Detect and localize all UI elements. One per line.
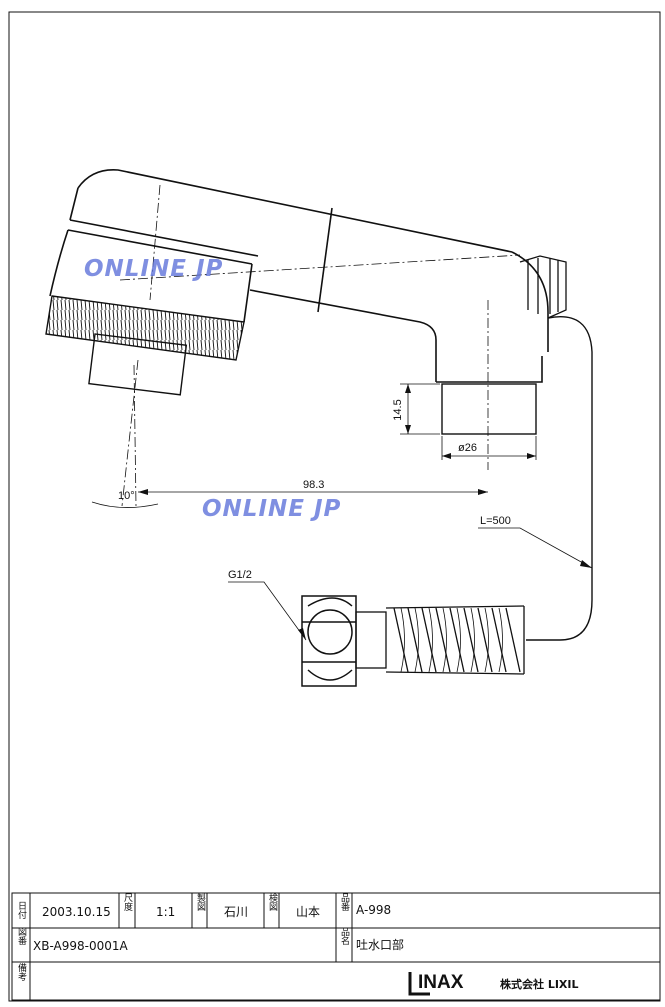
corrugated-hose — [355, 605, 525, 675]
watermark-top: ONLINE JP — [84, 256, 223, 282]
notes-label: 備考 — [16, 962, 27, 982]
part-name-label: 品名 — [339, 927, 350, 946]
knurled-ring — [45, 295, 245, 361]
hex-nut — [301, 595, 357, 687]
title-block — [11, 892, 661, 1001]
drawn-label: 製図 — [195, 892, 206, 912]
watermark-middle: ONLINE JP — [202, 496, 341, 522]
spout-head — [49, 169, 549, 383]
dim-angle-label: 10° — [118, 490, 135, 502]
checked-by-value: 山本 — [296, 905, 320, 919]
company-name: 株式会社 LIXIL — [500, 977, 579, 991]
part-name-value: 吐水口部 — [356, 937, 404, 952]
dim-diameter-label: ø26 — [458, 442, 477, 454]
drawing-no-value: XB-A998-0001A — [33, 939, 129, 953]
centerlines — [119, 184, 521, 507]
date-value: 2003.10.15 — [42, 905, 111, 919]
outlet-stub — [441, 383, 537, 435]
drawing-frame — [8, 11, 661, 1002]
dimension-lines — [91, 383, 593, 641]
part-no-label: 品番 — [339, 893, 350, 911]
inax-logo: INAX — [408, 972, 464, 996]
date-label: 日付 — [16, 901, 27, 920]
hose-line — [526, 316, 593, 641]
part-no-value: A-998 — [356, 903, 391, 917]
scale-label: 尺度 — [122, 893, 133, 912]
scale-value: 1:1 — [156, 905, 175, 919]
dim-thread-label: G1/2 — [228, 569, 252, 581]
dim-height-label: 14.5 — [392, 399, 404, 420]
checked-label: 検図 — [267, 892, 278, 912]
drawn-by-value: 石川 — [224, 905, 248, 919]
dim-hose-length-label: L=500 — [480, 515, 511, 527]
dim-length-label: 98.3 — [303, 479, 324, 491]
inax-logo-text: INAX — [418, 972, 464, 993]
inlet-fitting — [519, 255, 567, 319]
drawing-no-label: 図番 — [16, 927, 27, 945]
